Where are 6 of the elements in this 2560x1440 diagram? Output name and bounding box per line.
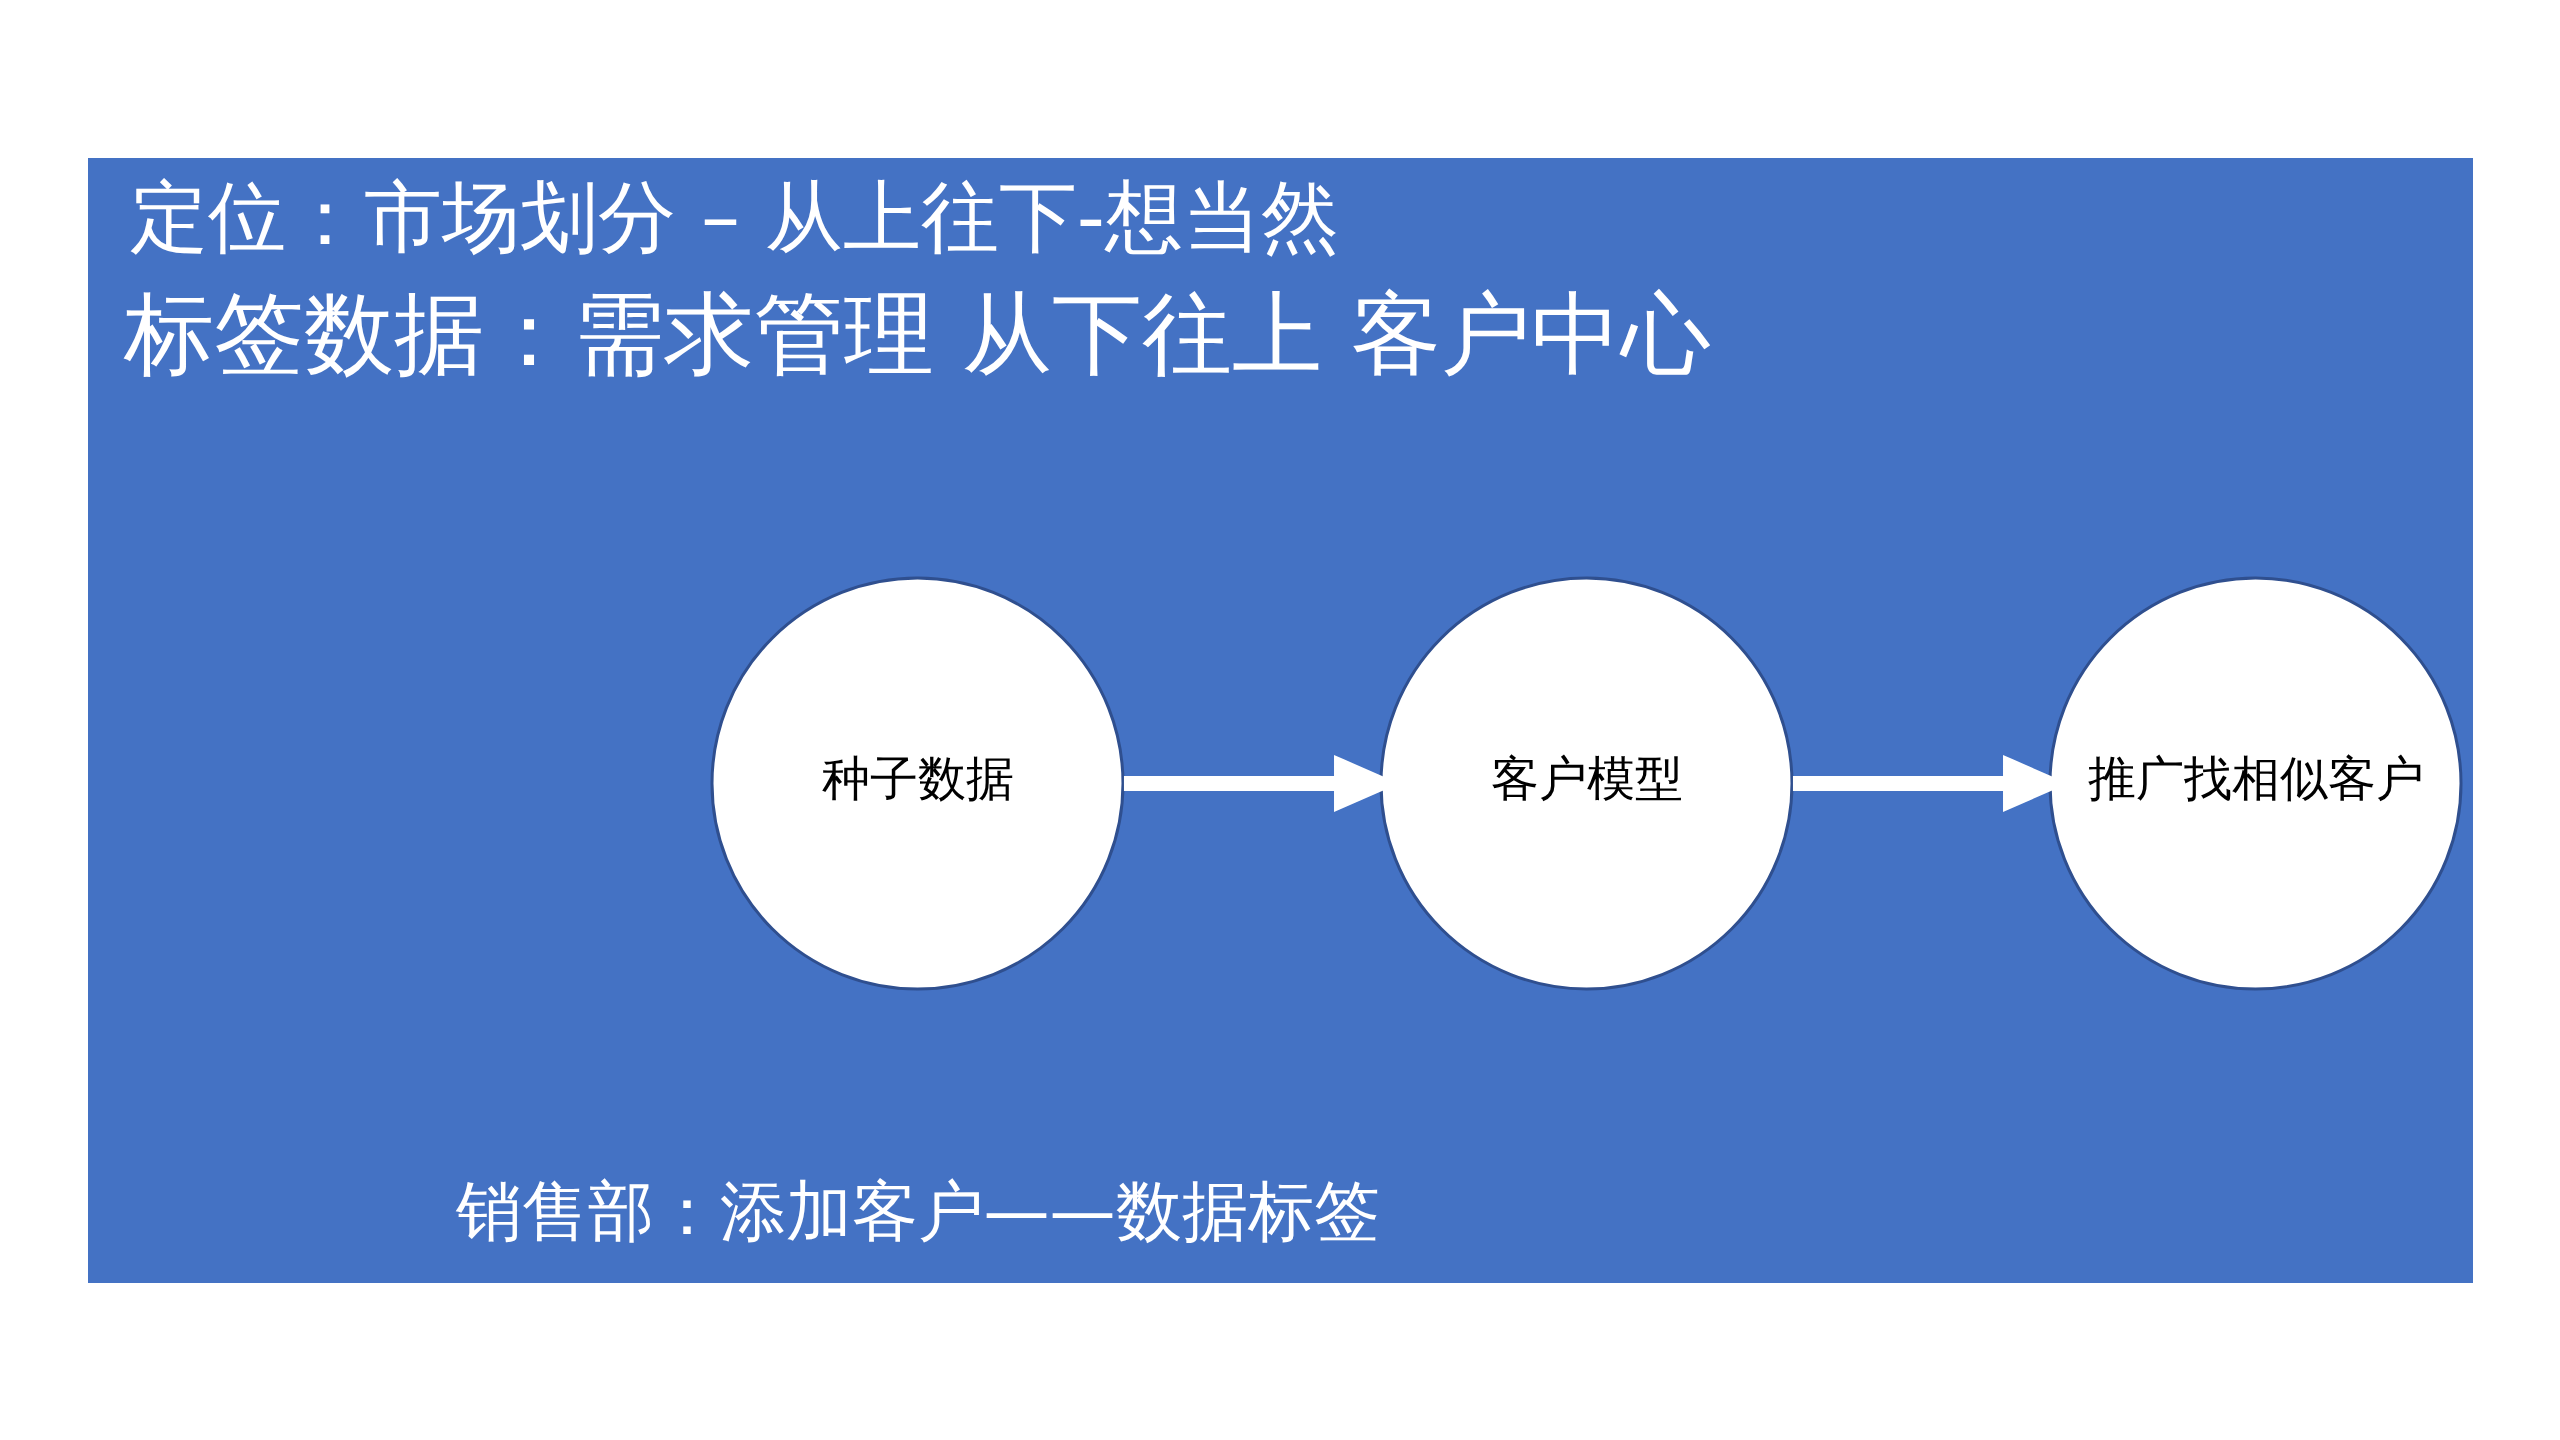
node-circle: 客户模型 (1379, 576, 1793, 990)
label: 标签数据：需求管理 从下往上 客户中心 (123, 280, 1711, 386)
label: 销售部：添加客户——数据标签 (455, 1172, 1379, 1250)
diagram-title: 定位：市场划分 – 从上往下-想当然 (129, 171, 1339, 262)
node-circle: 推广找相似客户 (2048, 576, 2462, 990)
node-circle: 种子数据 (710, 576, 1124, 990)
